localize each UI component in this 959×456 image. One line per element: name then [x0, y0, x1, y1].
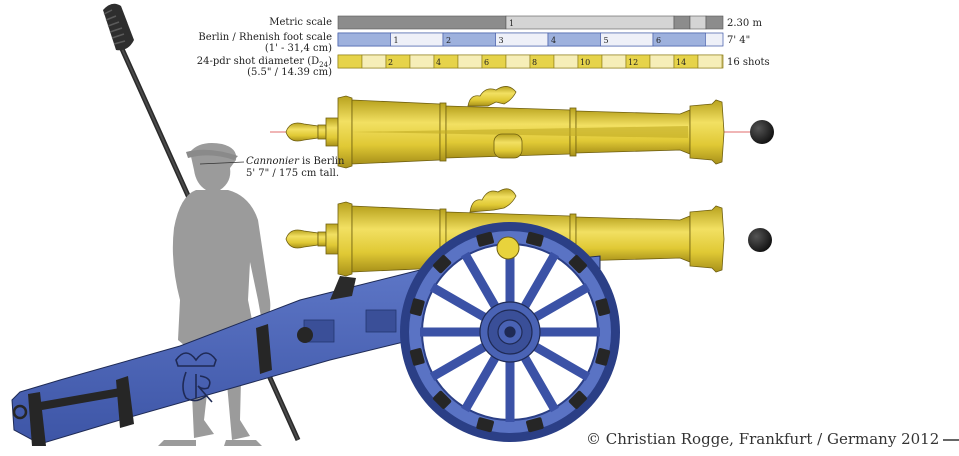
wheel-iron-plate: [409, 348, 425, 366]
foot-scale-sublabel: (1' - 31,4 cm): [264, 43, 332, 54]
foot-scale-segment: [337, 32, 391, 47]
cannonier-caption: Cannonier is Berlin: [246, 156, 345, 167]
carriage-iron-bands: [28, 324, 272, 446]
shot-scale-tick: 8: [532, 58, 537, 67]
copyright-notice: © Christian Rogge, Frankfurt / Germany 2…: [586, 430, 959, 448]
foot-scale: 1 2 3 4 5 6: [337, 32, 724, 47]
metric-scale: 1: [337, 15, 724, 30]
foot-scale-tick: 4: [551, 36, 556, 45]
foot-scale-tick: 6: [656, 36, 661, 45]
wheel-iron-plate: [568, 390, 587, 409]
metric-scale-end-label: 2.30 m: [727, 18, 762, 29]
foot-scale-tick: 3: [499, 36, 504, 45]
wheel-spoke: [461, 350, 502, 413]
metric-scale-tick: 1: [509, 19, 514, 28]
wheel-spoke: [528, 283, 591, 324]
wheel-iron-plate: [476, 417, 494, 433]
foot-scale-end-label: 7' 4": [727, 35, 751, 46]
wheel-spoke: [518, 350, 559, 413]
wheel-spoke: [528, 340, 591, 381]
shot-scale-sublabel: (5.5" / 14.39 cm): [247, 67, 332, 78]
wheel-iron-plate: [595, 348, 611, 366]
shot-scale-end-label: 16 shots: [727, 57, 770, 68]
dolphin-handle-icon: [469, 188, 517, 213]
shot-scale-segment: [337, 54, 363, 69]
cannonball-top: [750, 120, 774, 144]
wheel-iron-plate: [568, 255, 587, 274]
wheel-hub: [504, 326, 516, 338]
foot-scale-label: Berlin / Rhenish foot scale: [198, 32, 332, 43]
shot-scale-segment: [457, 54, 483, 69]
dolphin-handle-icon: [467, 86, 517, 107]
wheel-iron-plate: [526, 417, 544, 433]
wheel-iron-plate: [526, 231, 544, 247]
shot-scale-label: 24-pdr shot diameter (D24): [196, 56, 332, 69]
shot-scale-segment: [697, 54, 723, 69]
wheel-iron-plate: [433, 255, 452, 274]
shot-scale-segment: [361, 54, 387, 69]
shot-scale-segment: [505, 54, 531, 69]
wheel-spoke: [429, 283, 492, 324]
carriage-wheel: [400, 222, 620, 442]
shot-scale-tick: 2: [388, 58, 393, 67]
shot-scale-tick: 10: [580, 58, 590, 67]
shot-scale-segment: [601, 54, 627, 69]
shot-scale-segment: [649, 54, 675, 69]
foot-scale-tick: 5: [604, 36, 609, 45]
shot-scale-segment: [553, 54, 579, 69]
wheel-iron-plate: [409, 298, 425, 316]
shot-scale-tick: 6: [484, 58, 489, 67]
foot-scale-tick: 2: [446, 36, 451, 45]
trunnion-cap: [496, 236, 520, 260]
cannonball-side: [748, 228, 772, 252]
shot-scale-tick: 4: [436, 58, 441, 67]
wheel-iron-plate: [595, 298, 611, 316]
foot-scale-tick: 1: [394, 36, 399, 45]
metric-scale-label: Metric scale: [269, 17, 332, 28]
shot-scale-segment: [409, 54, 435, 69]
shot-scale: 2 4 6 8 10 12 14: [337, 54, 724, 69]
wheel-spoke: [461, 251, 502, 314]
caption-leader-line: [199, 161, 245, 165]
royal-cipher-icon: [175, 352, 217, 403]
cannonier-caption-height: 5' 7" / 175 cm tall.: [246, 168, 340, 179]
wheel-spoke: [518, 251, 559, 314]
shot-scale-tick: 14: [676, 58, 686, 67]
wheel-iron-plate: [433, 390, 452, 409]
shot-scale-tick: 12: [628, 58, 638, 67]
wheel-iron-plate: [476, 231, 494, 247]
barrel-top-view: [270, 86, 760, 169]
wheel-spoke: [429, 340, 492, 381]
foot-scale-segment: [652, 32, 706, 47]
